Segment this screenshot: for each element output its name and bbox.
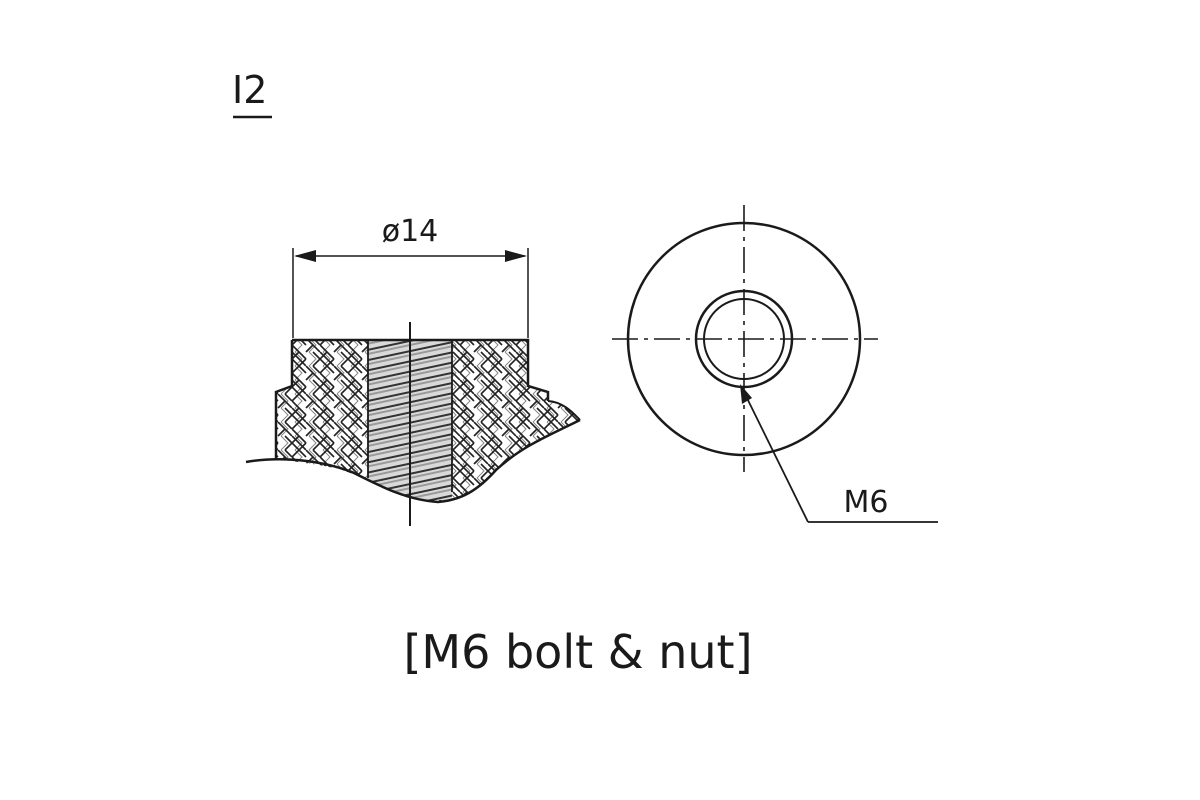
leader-arrow (740, 384, 752, 404)
dimension-arrow-left (294, 250, 316, 262)
thread-label: M6 (844, 485, 889, 520)
detail-label: I2 (232, 68, 267, 112)
dimension-label: ø14 (382, 214, 439, 249)
section-view (245, 322, 581, 526)
dimension-arrow-right (505, 250, 527, 262)
leader-line (741, 387, 809, 523)
diameter-dimension: ø14 (292, 214, 529, 338)
plan-view: M6 (612, 205, 938, 523)
material-break-line (245, 418, 581, 504)
insert-outline-top (292, 338, 550, 401)
surface-edge (547, 400, 581, 421)
caption: [M6 bolt & nut] (403, 625, 752, 679)
insert-outline-left (274, 340, 294, 459)
